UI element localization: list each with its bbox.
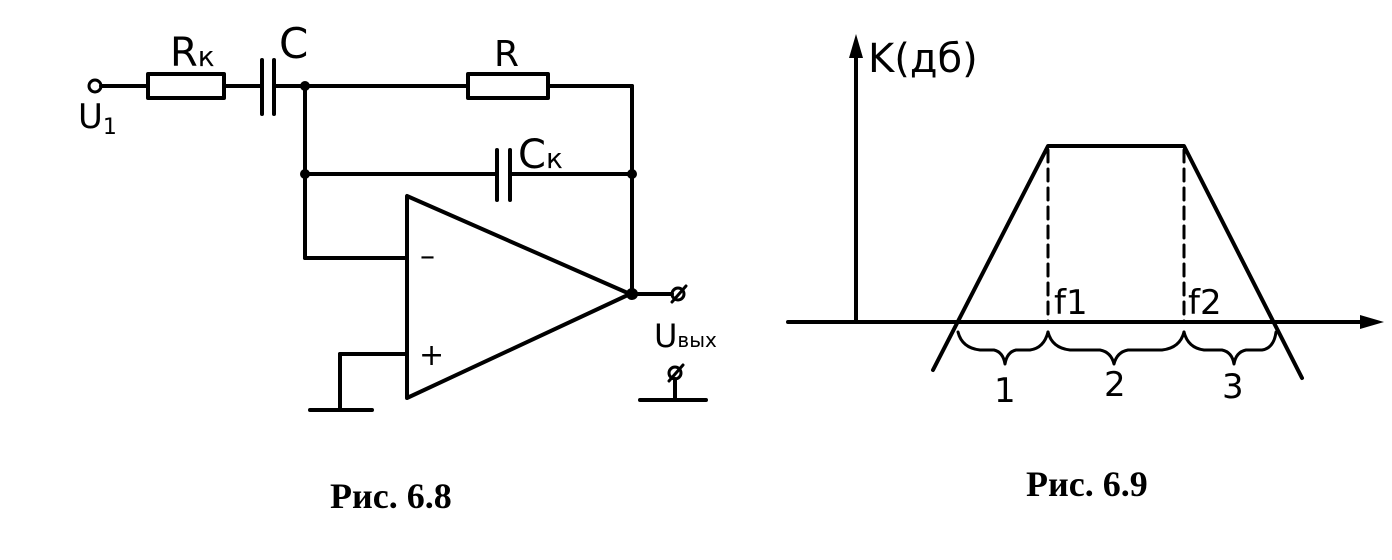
label-r: R (494, 34, 519, 75)
label-minus: – (420, 239, 435, 274)
x-axis-arrow (1360, 315, 1384, 329)
region-3-brace (1182, 330, 1278, 366)
op-amp (405, 194, 632, 400)
label-f2: f2 (1188, 283, 1222, 323)
label-region-1: 1 (994, 371, 1016, 411)
label-region-2: 2 (1104, 365, 1126, 405)
region-1-brace (956, 330, 1050, 366)
label-f1: f1 (1054, 283, 1088, 323)
output-terminal (670, 286, 686, 302)
label-rk: Rк (170, 30, 215, 76)
label-c: C (279, 19, 308, 68)
resistor-rk (146, 72, 226, 100)
y-axis-arrow (849, 34, 863, 58)
region-2-brace (1046, 330, 1186, 366)
y-axis-label: K(дб) (868, 36, 978, 82)
capacitor-ck (495, 148, 512, 202)
resistor-r (466, 72, 550, 100)
label-uout: Uвых (654, 317, 717, 355)
frequency-response-graph: K(дб) f1 f2 1 2 3 (786, 34, 1384, 411)
response-curve (931, 144, 1304, 380)
label-plus: + (419, 338, 444, 373)
capacitor-c (260, 58, 276, 116)
caption-fig-6-9: Рис. 6.9 (1026, 464, 1148, 504)
caption-fig-6-8: Рис. 6.8 (330, 476, 452, 516)
circuit-diagram: Rк C R Cк U1 Uвых – + (78, 19, 717, 412)
node-junction (627, 169, 637, 179)
label-ck: Cк (518, 132, 563, 178)
label-u1: U1 (78, 97, 117, 140)
label-region-3: 3 (1222, 367, 1244, 407)
